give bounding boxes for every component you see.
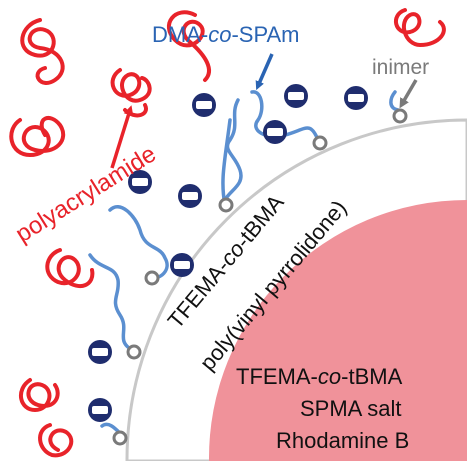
inimer-end [126, 344, 142, 360]
copolymer-label-arrow [255, 53, 274, 91]
core-label-line2: SPMA salt [300, 396, 401, 421]
negative-charges [88, 84, 368, 422]
copolymer-chain [250, 90, 320, 142]
polyacrylamide-coil [110, 68, 152, 118]
particle-core [208, 200, 467, 461]
polyacrylamide-coil [9, 116, 66, 157]
minus-circle-icon [284, 84, 308, 108]
copolymer-label: DMA-co-SPAm [152, 22, 300, 47]
polyacrylamide-coil [45, 248, 95, 289]
minus-circle-icon [344, 86, 368, 110]
copolymer-chain [389, 90, 400, 112]
copolymer-chain [88, 253, 134, 352]
minus-circle-icon [128, 170, 152, 194]
minus-circle-icon [88, 398, 112, 422]
inimer-end [218, 197, 234, 213]
minus-circle-icon [170, 253, 194, 277]
inimer-end [392, 108, 408, 124]
inimer-label-arrow [399, 79, 418, 109]
inimer-end [144, 270, 160, 286]
copolymer-chain [221, 118, 232, 207]
polyacrylamide-coil [394, 8, 446, 47]
polyacrylamide-coil [20, 18, 65, 85]
polyacrylamide-arrow [110, 105, 134, 169]
inimer-ends [112, 108, 408, 446]
inimer-label: inimer [372, 56, 429, 79]
copolymer-chain [108, 205, 169, 280]
core-label-line3: Rhodamine B [276, 428, 409, 453]
copolymer-chain [223, 98, 243, 202]
minus-circle-icon [178, 184, 202, 208]
polyacrylamide-coils [9, 8, 446, 458]
inimer-end [312, 135, 328, 151]
minus-circle-icon [192, 93, 216, 117]
polyacrylamide-coil [167, 10, 211, 82]
core-label-line1: TFEMA-co-tBMA [236, 364, 403, 389]
polyacrylamide-coil [38, 423, 74, 458]
copolymer-chains [88, 90, 400, 440]
minus-circle-icon [88, 340, 112, 364]
inimer-end [112, 430, 128, 446]
minus-circle-icon [263, 120, 287, 144]
polyacrylamide-coil [19, 378, 60, 412]
